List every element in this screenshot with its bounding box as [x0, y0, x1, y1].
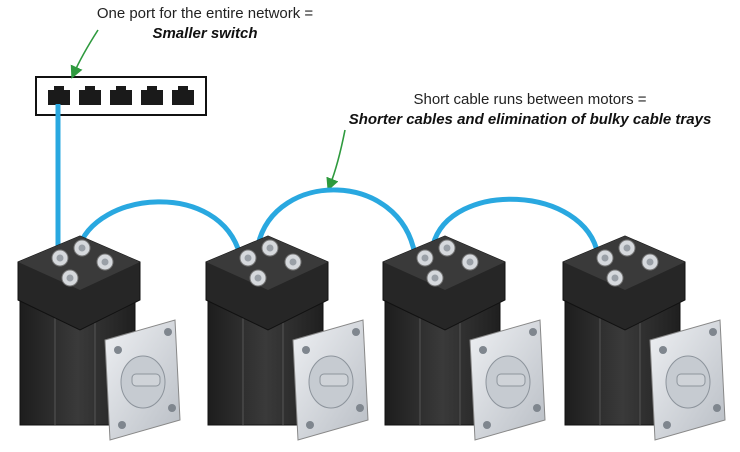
stepper-motor	[382, 235, 546, 441]
switch-port-icon	[172, 86, 194, 105]
ethernet-cables	[55, 104, 601, 256]
cable-annotation-line1: Short cable runs between motors =	[413, 91, 647, 108]
switch-port-icon	[48, 86, 70, 105]
switch-annotation-line2: Smaller switch	[152, 25, 258, 42]
stepper-motor	[562, 235, 726, 441]
stepper-motor	[17, 235, 181, 441]
switch-annotation: One port for the entire network = Smalle…	[60, 4, 350, 44]
motors	[17, 235, 726, 441]
cable-annotation: Short cable runs between motors = Shorte…	[330, 90, 730, 130]
cable-annotation-arrow	[326, 129, 346, 191]
switch-port-icon	[110, 86, 132, 105]
switch-port-icon	[141, 86, 163, 105]
switch-annotation-line1: One port for the entire network =	[96, 5, 314, 22]
network-switch	[35, 76, 207, 116]
stepper-motor	[205, 235, 369, 441]
switch-annotation-arrow	[70, 29, 99, 79]
motor1-to-motor2-cable	[75, 199, 243, 256]
switch-port-icon	[79, 86, 101, 105]
cable-annotation-line2: Shorter cables and elimination of bulky …	[348, 111, 712, 128]
motor3-to-motor4-cable	[430, 196, 601, 256]
motor2-to-motor3-cable	[255, 187, 418, 256]
